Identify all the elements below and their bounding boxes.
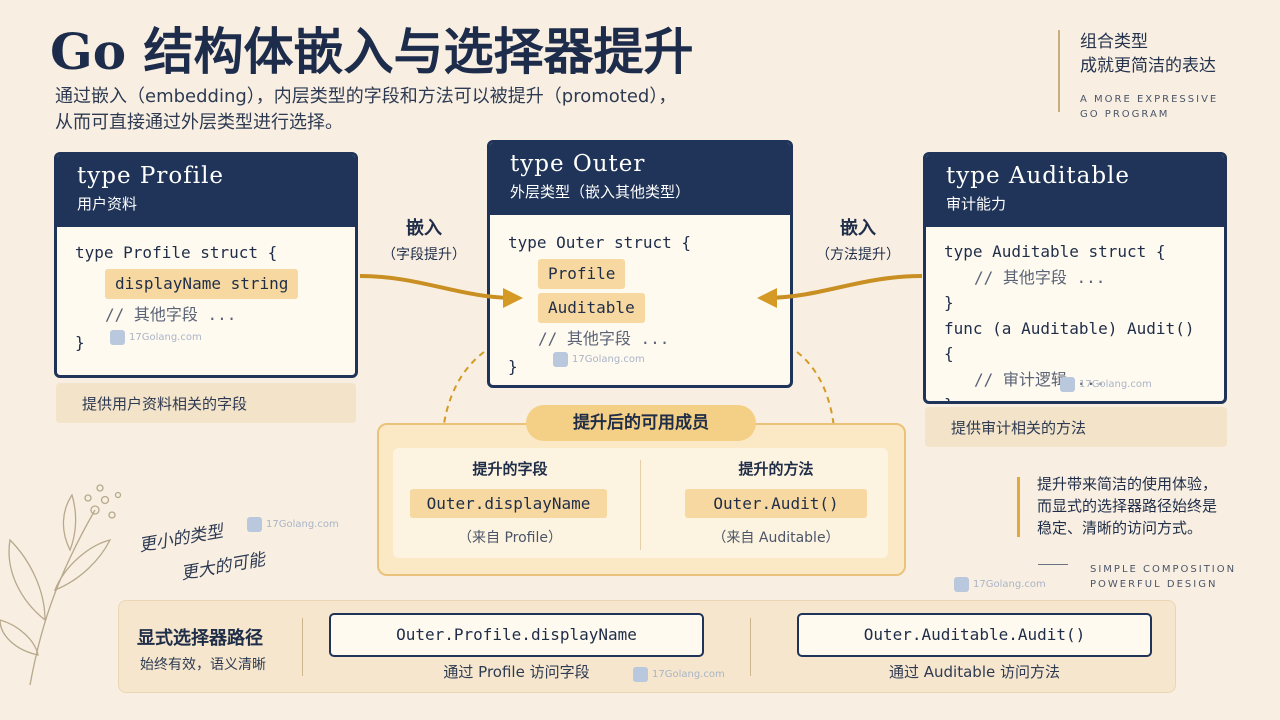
watermark-text: 17Golang.com — [652, 669, 725, 680]
outer-close-brace: } — [508, 357, 518, 376]
profile-comment: // 其他字段 ... — [105, 305, 237, 324]
promoted-field-source: （来自 Profile） — [458, 530, 562, 546]
watermark-icon — [954, 577, 969, 592]
profile-close-brace: } — [75, 333, 85, 352]
explicit-path-divider-2 — [750, 618, 751, 676]
profile-code-block: type Profile struct { displayName string… — [57, 227, 355, 369]
auditable-close-2: } — [944, 392, 1206, 401]
outer-embed-auditable: Auditable — [538, 293, 645, 323]
outer-card-header: type Outer 外层类型（嵌入其他类型） — [490, 143, 790, 215]
outer-comment: // 其他字段 ... — [538, 329, 670, 348]
watermark-icon — [1060, 377, 1075, 392]
left-embed-arrow — [359, 274, 523, 308]
promoted-fields-heading: 提升的字段 — [472, 460, 548, 478]
left-arrow-subtitle: （字段提升） — [382, 247, 466, 263]
right-arrow-label: 嵌入 （方法提升） — [806, 214, 910, 264]
left-arrow-title: 嵌入 — [406, 218, 442, 239]
tagline-cn-line-2: 成就更简洁的表达 — [1080, 56, 1216, 76]
profile-card: type Profile 用户资料 type Profile struct { … — [54, 152, 358, 378]
profile-card-header: type Profile 用户资料 — [57, 155, 355, 227]
auditable-card-subtitle: 审计能力 — [946, 195, 1007, 213]
profile-footnote: 提供用户资料相关的字段 — [56, 383, 356, 423]
outer-card-subtitle: 外层类型（嵌入其他类型） — [510, 183, 691, 201]
outer-code-line: type Outer struct { — [508, 233, 692, 252]
botanical-illustration — [0, 484, 122, 686]
explicit-path-title: 显式选择器路径 — [137, 628, 263, 649]
promoted-methods-heading: 提升的方法 — [738, 460, 814, 478]
watermark: 17Golang.com — [633, 667, 725, 682]
side-note-rule — [1017, 477, 1020, 537]
side-note-line-3: 稳定、清晰的访问方式。 — [1037, 519, 1203, 537]
left-arrow-label: 嵌入 （字段提升） — [372, 214, 476, 264]
watermark-text: 17Golang.com — [129, 332, 202, 343]
page-subtitle: 通过嵌入（embedding），内层类型的字段和方法可以被提升（promoted… — [55, 84, 676, 136]
auditable-comment-1: // 其他字段 ... — [974, 267, 1106, 287]
right-arrow-subtitle: （方法提升） — [816, 247, 900, 263]
watermark: 17Golang.com — [553, 352, 645, 367]
watermark-text: 17Golang.com — [266, 519, 339, 530]
outer-card: type Outer 外层类型（嵌入其他类型） type Outer struc… — [487, 140, 793, 388]
design-tagline-line-2: POWERFUL DESIGN — [1090, 579, 1218, 590]
auditable-code-line: type Auditable struct { — [944, 242, 1166, 261]
watermark-icon — [553, 352, 568, 367]
tagline-en-line-2: GO PROGRAM — [1080, 109, 1170, 120]
explicit-path-subtitle: 始终有效，语义清晰 — [140, 657, 266, 673]
outer-card-title: type Outer — [510, 151, 646, 177]
design-tagline-dash — [1038, 564, 1068, 565]
selector-path-auditable-caption: 通过 Auditable 访问方法 — [889, 663, 1060, 681]
watermark-text: 17Golang.com — [973, 579, 1046, 590]
auditable-code-block: type Auditable struct { // 其他字段 ... } fu… — [926, 227, 1224, 401]
watermark-text: 17Golang.com — [572, 354, 645, 365]
tagline-divider — [1058, 30, 1060, 112]
watermark: 17Golang.com — [110, 330, 202, 345]
side-note-line-1: 提升带来简洁的使用体验， — [1037, 475, 1218, 493]
tagline-cn: 组合类型 成就更简洁的表达 — [1080, 30, 1216, 78]
watermark-icon — [110, 330, 125, 345]
selector-path-profile: Outer.Profile.displayName — [329, 613, 704, 657]
auditable-footnote: 提供审计相关的方法 — [925, 407, 1227, 447]
promoted-method-chip: Outer.Audit() — [685, 489, 867, 518]
side-note: 提升带来简洁的使用体验， 而显式的选择器路径始终是 稳定、清晰的访问方式。 — [1037, 473, 1217, 539]
tagline-en: A MORE EXPRESSIVE GO PROGRAM — [1080, 92, 1218, 122]
watermark-icon — [633, 667, 648, 682]
watermark: 17Golang.com — [1060, 377, 1152, 392]
design-tagline-line-1: SIMPLE COMPOSITION — [1090, 564, 1237, 575]
auditable-card-header: type Auditable 审计能力 — [926, 155, 1224, 227]
subtitle-line-2: 从而可直接通过外层类型进行选择。 — [55, 112, 343, 133]
subtitle-line-1: 通过嵌入（embedding），内层类型的字段和方法可以被提升（promoted… — [55, 86, 677, 107]
tagline-en-line-1: A MORE EXPRESSIVE — [1080, 94, 1219, 105]
design-tagline: SIMPLE COMPOSITION POWERFUL DESIGN — [1090, 562, 1236, 592]
page-title: Go 结构体嵌入与选择器提升 — [50, 22, 694, 81]
explicit-path-divider-1 — [302, 618, 303, 676]
outer-embed-profile: Profile — [538, 259, 626, 289]
watermark-icon — [247, 517, 262, 532]
promoted-field-chip: Outer.displayName — [410, 489, 607, 518]
selector-path-auditable: Outer.Auditable.Audit() — [797, 613, 1152, 657]
auditable-card-title: type Auditable — [946, 163, 1131, 189]
auditable-card: type Auditable 审计能力 type Auditable struc… — [923, 152, 1227, 404]
right-embed-arrow — [757, 274, 923, 308]
right-arrow-title: 嵌入 — [840, 218, 876, 239]
promoted-divider — [640, 460, 641, 550]
promoted-members-title: 提升后的可用成员 — [526, 405, 756, 441]
selector-path-profile-caption: 通过 Profile 访问字段 — [443, 663, 590, 681]
profile-code-line: type Profile struct { — [75, 243, 278, 262]
auditable-func-line: func (a Auditable) Audit() { — [944, 318, 1195, 364]
profile-field-highlight: displayName string — [105, 269, 299, 299]
watermark: 17Golang.com — [247, 517, 339, 532]
profile-card-subtitle: 用户资料 — [77, 195, 138, 213]
watermark: 17Golang.com — [954, 577, 1046, 592]
tagline-cn-line-1: 组合类型 — [1080, 32, 1148, 52]
promoted-method-source: （来自 Auditable） — [712, 530, 840, 546]
auditable-close-1: } — [944, 293, 954, 312]
promoted-method-dashed-arrow — [796, 351, 842, 446]
watermark-text: 17Golang.com — [1079, 379, 1152, 390]
outer-code-block: type Outer struct { Profile Auditable //… — [490, 215, 790, 385]
side-note-line-2: 而显式的选择器路径始终是 — [1037, 497, 1218, 515]
profile-card-title: type Profile — [77, 163, 225, 189]
